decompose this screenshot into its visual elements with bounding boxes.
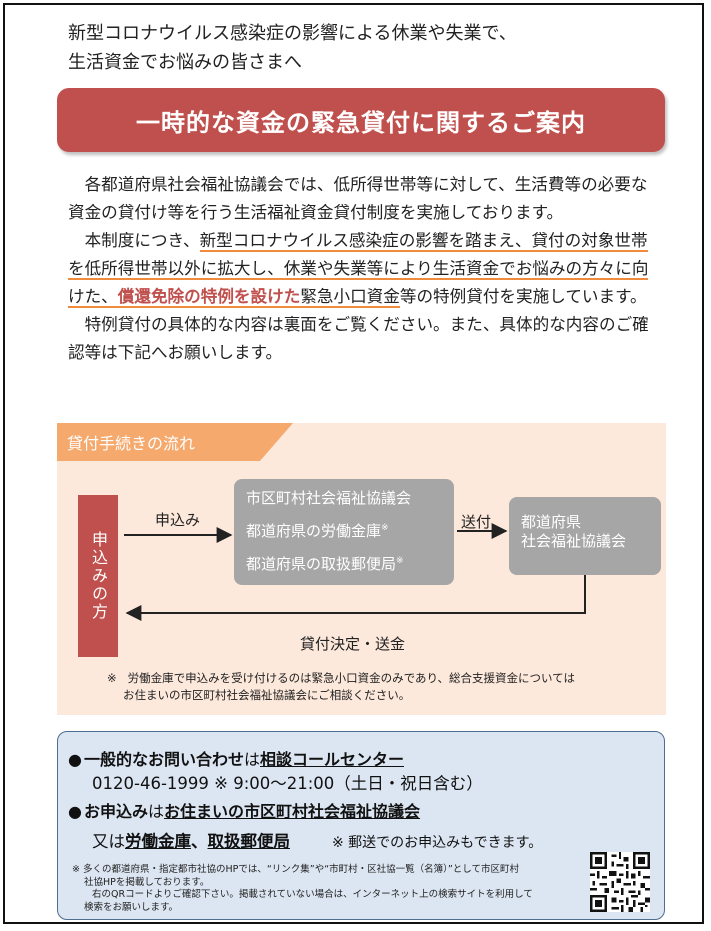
general-inquiry-line: ●一般的なお問い合わせは相談コールセンター: [68, 750, 405, 769]
applicant-label: 申込みの方: [89, 531, 108, 621]
applicant-box: 申込みの方: [78, 495, 118, 657]
paragraph-1: 各都道府県社会福祉協議会では、低所得世帯等に対して、生活費等の必要な資金の貸付け…: [68, 175, 648, 222]
municipal-council-box: 市区町村社会福祉協議会 都道府県の労働金庫※ 都道府県の取扱郵便局※: [234, 479, 454, 585]
mid-item-labor-bank: 都道府県の労働金庫※: [246, 522, 389, 540]
p2-underlined-2: 緊急小口資金: [300, 287, 400, 308]
right-line-2: 社会福祉協議会: [521, 532, 627, 550]
paragraph-3: 特例貸付の具体的な内容は裏面をご覧ください。また、具体的な内容のご確認等は下記へ…: [68, 315, 649, 362]
contact-footnote: ※ 多くの都道府県・指定都市社協のHPでは、“リンク集”や“市町村・区社協一覧（…: [72, 864, 533, 913]
flow-tab-label: 貸付手続きの流れ: [67, 434, 196, 453]
application-line: ●お申込みはお住まいの市区町村社会福祉協議会: [68, 802, 421, 821]
intro-line-1: 新型コロナウイルス感染症の影響による休業や失業で、: [68, 23, 517, 44]
contact-panel: ●一般的なお問い合わせは相談コールセンター 0120-46-1999 ※ 9:0…: [57, 731, 665, 920]
flyer-page: 新型コロナウイルス感染症の影響による休業や失業で、 生活資金でお悩みの皆さまへ …: [3, 3, 704, 924]
apply-label: 申込み: [155, 511, 201, 529]
prefectural-council-box: 都道府県 社会福祉協議会: [509, 497, 661, 575]
flow-section-tab: 貸付手続きの流れ: [57, 423, 293, 461]
intro-line-2: 生活資金でお悩みの皆さまへ: [68, 52, 302, 73]
title-banner: 一時的な資金の緊急貸付に関するご案内: [57, 88, 665, 152]
flow-arrows: [124, 523, 586, 621]
p2-lead: 本制度につき、: [84, 231, 200, 250]
flow-footnote: ※ 労働金庫で申込みを受け付けるのは緊急小口資金のみであり、総合支援資金について…: [107, 671, 575, 702]
p2-underlined: 新型コロナウイルス感染症の影響を踏まえ、貸付の対象世帯を低所得世帯以外に拡大し、…: [68, 231, 649, 308]
call-center-phone: 0120-46-1999 ※ 9:00〜21:00（土日・祝日含む）: [92, 774, 483, 793]
intro-heading: 新型コロナウイルス感染症の影響による休業や失業で、 生活資金でお悩みの皆さまへ: [68, 19, 517, 77]
paragraph-2: 本制度につき、新型コロナウイルス感染症の影響を踏まえ、貸付の対象世帯を低所得世帯…: [68, 227, 658, 311]
alternative-application-line: 又は労働金庫、取扱郵便局※ 郵送でのお申込みもできます。: [92, 832, 543, 851]
mid-item-post-office: 都道府県の取扱郵便局※: [246, 555, 404, 573]
qr-code-icon[interactable]: [590, 852, 650, 912]
body-text: 各都道府県社会福祉協議会では、低所得世帯等に対して、生活費等の必要な資金の貸付け…: [68, 171, 658, 367]
loan-flow-section: 貸付手続きの流れ 申込みの方 申込み 市区町村社会福祉協議会 都道府県の労働金庫…: [57, 423, 666, 715]
p2-emphasis: 償還免除の特例を設けた: [117, 287, 301, 308]
mid-item-council: 市区町村社会福祉協議会: [246, 489, 412, 507]
decision-arrow: [125, 575, 586, 621]
decision-label: 貸付決定・送金: [300, 635, 406, 653]
banner-title: 一時的な資金の緊急貸付に関するご案内: [136, 108, 586, 137]
p2-tail: 等の特例貸付を実施しています。: [399, 287, 647, 306]
send-label: 送付: [461, 513, 492, 531]
right-line-1: 都道府県: [521, 513, 582, 531]
